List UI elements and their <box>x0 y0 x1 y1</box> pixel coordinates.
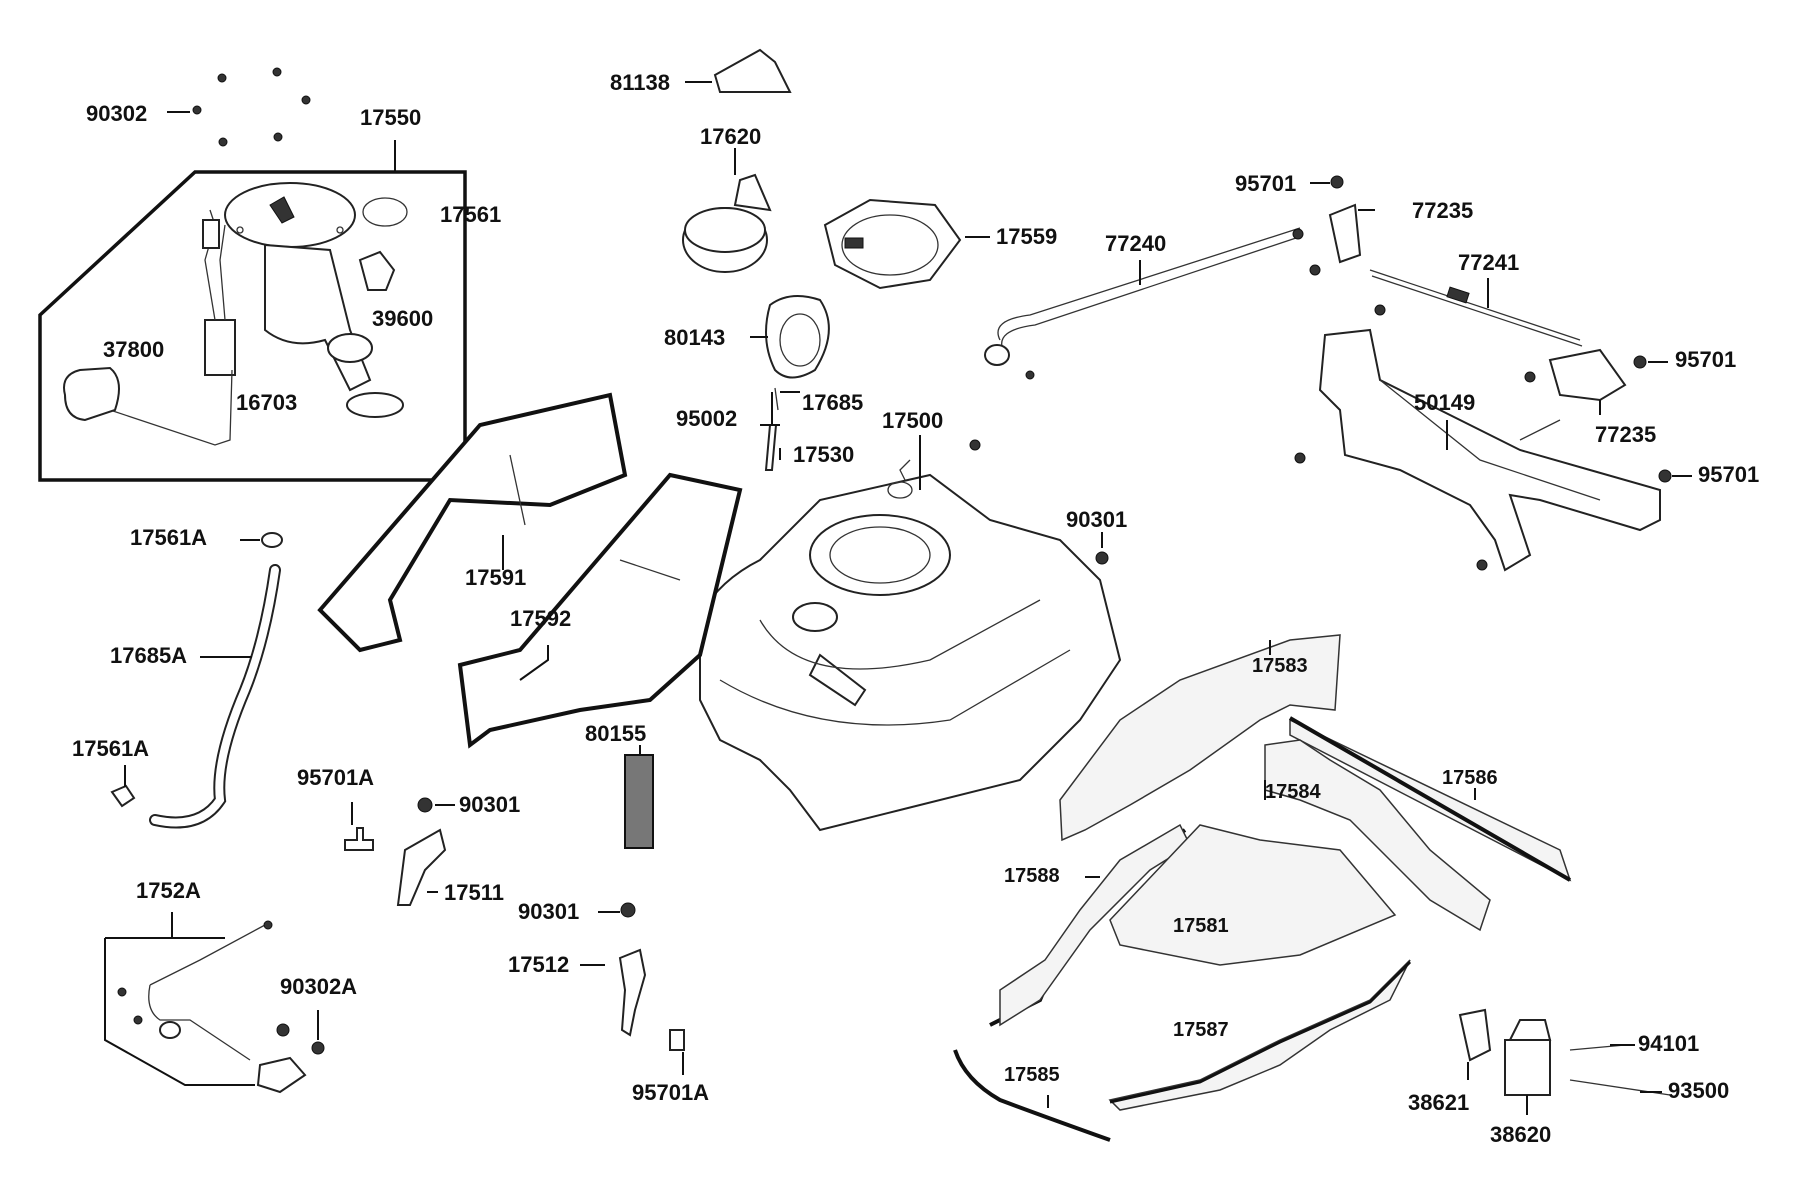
label-1752A: 1752A <box>136 878 201 903</box>
label-95701-right2: 95701 <box>1698 462 1760 487</box>
strip-17588 <box>989 823 1191 1027</box>
label-95002: 95002 <box>676 406 738 431</box>
label-94101: 94101 <box>1638 1031 1700 1056</box>
label-38620: 38620 <box>1490 1122 1552 1147</box>
label-80143: 80143 <box>664 325 726 350</box>
label-17685: 17685 <box>802 390 864 415</box>
pad-80155 <box>624 745 654 849</box>
fuel-tank-17500 <box>699 435 1122 832</box>
label-17585: 17585 <box>1004 1064 1060 1086</box>
label-17511: 17511 <box>444 880 504 905</box>
bracket-81138 <box>685 48 792 93</box>
label-17581: 17581 <box>1173 915 1229 937</box>
latch-77235-bottom <box>1599 355 1692 483</box>
frame-50149 <box>1294 304 1661 572</box>
pad-17583 <box>1059 634 1341 842</box>
label-80155: 80155 <box>585 721 647 746</box>
pad-17591 <box>317 392 628 653</box>
pad-17587 <box>1108 959 1412 1111</box>
bracket-17512-group <box>580 902 685 1075</box>
label-17583: 17583 <box>1252 655 1308 677</box>
pad-17584 <box>1264 739 1491 932</box>
label-81138: 81138 <box>610 70 670 95</box>
label-93500: 93500 <box>1668 1078 1730 1103</box>
label-95701-right1: 95701 <box>1675 347 1737 372</box>
label-90302A: 90302A <box>280 974 358 999</box>
label-17591: 17591 <box>465 565 527 590</box>
label-39600: 39600 <box>372 306 434 331</box>
drain-parts-95002-17685-17530 <box>760 387 800 471</box>
label-95701A-top: 95701A <box>297 765 375 790</box>
label-17512: 17512 <box>508 952 570 977</box>
label-17561: 17561 <box>440 202 502 227</box>
label-17561A-bottom: 17561A <box>72 736 150 761</box>
cable-77240 <box>984 227 1304 380</box>
label-50149: 50149 <box>1414 390 1476 415</box>
label-37800: 37800 <box>103 337 165 362</box>
strip-17586 <box>1288 716 1572 882</box>
label-77240: 77240 <box>1105 231 1167 256</box>
label-90302: 90302 <box>86 101 148 126</box>
label-17559: 17559 <box>996 224 1058 249</box>
ring-17559 <box>823 198 990 290</box>
label-17592: 17592 <box>510 606 572 631</box>
screw-90302-group <box>167 67 311 147</box>
label-17588: 17588 <box>1004 865 1060 887</box>
relay-38620-38621 <box>1458 1008 1671 1115</box>
pad-17592 <box>457 472 743 749</box>
label-17586: 17586 <box>1442 767 1498 789</box>
label-16703: 16703 <box>236 390 298 415</box>
label-77235-top: 77235 <box>1412 198 1474 223</box>
bracket-17511-group <box>344 797 455 906</box>
pad-17581 <box>1109 824 1397 966</box>
label-95701A-bottom: 95701A <box>632 1080 710 1105</box>
label-38621: 38621 <box>1408 1090 1470 1115</box>
label-17550: 17550 <box>360 105 422 130</box>
latch-77235-top <box>1309 175 1375 276</box>
funnel-80143 <box>750 295 830 379</box>
fuel-pump-assembly-group <box>38 140 467 482</box>
strip-17585 <box>953 1049 1111 1142</box>
label-77235-bottom: 77235 <box>1595 422 1657 447</box>
label-90301-mid: 90301 <box>459 792 521 817</box>
fuel-cap-17620 <box>682 148 772 273</box>
cable-77241 <box>1369 269 1583 347</box>
label-17685A: 17685A <box>110 643 188 668</box>
label-90301-low: 90301 <box>518 899 580 924</box>
hose-17685A <box>110 532 283 829</box>
label-17587: 17587 <box>1173 1019 1229 1041</box>
label-17500: 17500 <box>882 408 944 433</box>
label-17530: 17530 <box>793 442 855 467</box>
label-95701-top: 95701 <box>1235 171 1297 196</box>
label-77241: 77241 <box>1458 250 1520 275</box>
nut-90301-center <box>969 439 1109 565</box>
label-17584: 17584 <box>1265 781 1321 803</box>
label-90301-center: 90301 <box>1066 507 1128 532</box>
label-17561A-top: 17561A <box>130 525 208 550</box>
cable-group-1752A <box>104 912 325 1094</box>
label-17620: 17620 <box>700 124 762 149</box>
